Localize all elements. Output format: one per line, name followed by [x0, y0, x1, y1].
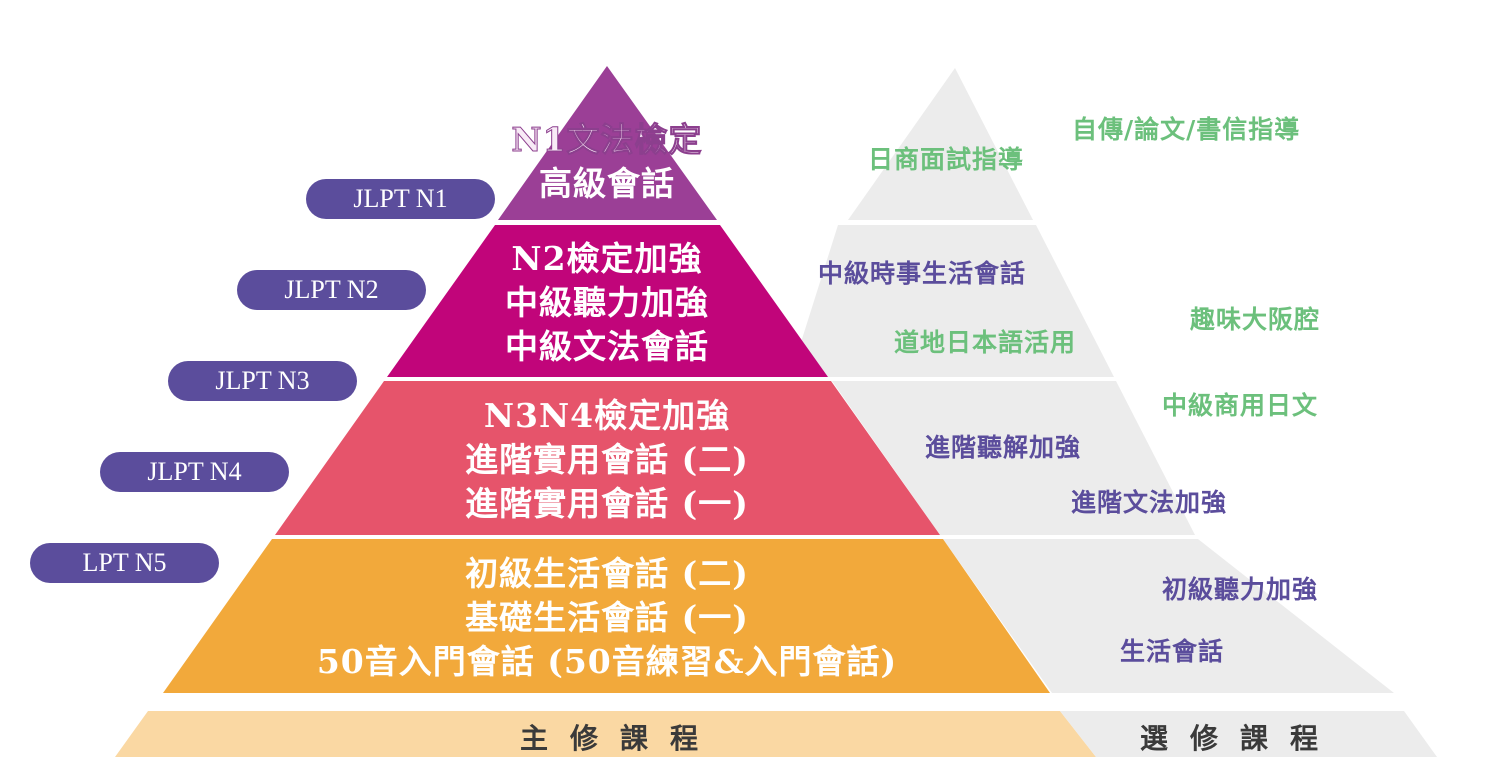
elective-daily-conversation: 生活會話: [1120, 637, 1225, 666]
tier-n2-line-1: N2檢定加強: [511, 239, 703, 278]
elective-beginner-listening: 初級聽力加強: [1162, 575, 1319, 604]
tier-n1-line-2: 高級會話: [539, 164, 675, 203]
core-tier-n1-label: N1文法檢定 高級會話: [457, 118, 757, 206]
tier-n5-line-1: 初級生活會話 (二): [465, 554, 749, 593]
core-tier-n3n4: [275, 381, 940, 535]
elective-pyramid-tier-4: [943, 539, 1394, 693]
core-tier-n5-label: 初級生活會話 (二) 基礎生活會話 (一) 50音入門會話 (50音練習&入門會…: [262, 552, 952, 684]
elective-advanced-grammar: 進階文法加強: [1071, 488, 1228, 517]
elective-courses-label: 選修課程: [1139, 722, 1340, 755]
tier-n5-line-2: 基礎生活會話 (一): [465, 598, 749, 637]
core-tier-n5: [163, 539, 1050, 693]
level-badge-n2: JLPT N2: [237, 270, 426, 310]
tier-n2-line-3: 中級文法會話: [505, 327, 709, 366]
core-courses-label: 主修課程: [519, 722, 720, 755]
elective-authentic-japanese: 道地日本語活用: [894, 328, 1077, 357]
level-badge-n1: JLPT N1: [306, 179, 495, 219]
level-badge-n5: LPT N5: [30, 543, 219, 583]
elective-autobiography-thesis-letter: 自傳/論文/書信指導: [1072, 115, 1301, 144]
elective-base-strip: [1060, 711, 1437, 757]
level-badge-n3: JLPT N3: [168, 361, 357, 401]
elective-pyramid-tier-2: [790, 225, 1114, 377]
elective-osaka-dialect: 趣味大阪腔: [1190, 305, 1321, 334]
tier-n3n4-line-1: N3N4檢定加強: [483, 396, 731, 435]
elective-advanced-listening: 進階聽解加強: [925, 433, 1082, 462]
elective-intermediate-current-affairs: 中級時事生活會話: [818, 259, 1027, 288]
tier-n1-line-1: N1文法檢定: [511, 120, 703, 160]
elective-pyramid-tier-1: [848, 68, 1033, 220]
tier-n3n4-line-2: 進階實用會話 (二): [465, 440, 749, 479]
core-tier-n2-label: N2檢定加強 中級聽力加強 中級文法會話: [457, 237, 757, 369]
tier-n5-line-3: 50音入門會話 (50音練習&入門會話): [316, 642, 898, 681]
tier-n2-line-2: 中級聽力加強: [505, 283, 709, 322]
elective-intermediate-business-japanese: 中級商用日文: [1162, 391, 1319, 420]
elective-pyramid-tier-3: [832, 381, 1195, 535]
tier-n3n4-line-3: 進階實用會話 (一): [465, 484, 749, 523]
core-tier-n3n4-label: N3N4檢定加強 進階實用會話 (二) 進階實用會話 (一): [407, 394, 807, 526]
core-base-strip: [115, 711, 1096, 757]
elective-japanese-company-interview: 日商面試指導: [868, 145, 1025, 174]
core-tier-n1: [498, 66, 717, 220]
core-tier-n2: [387, 225, 828, 377]
level-badge-n4: JLPT N4: [100, 452, 289, 492]
